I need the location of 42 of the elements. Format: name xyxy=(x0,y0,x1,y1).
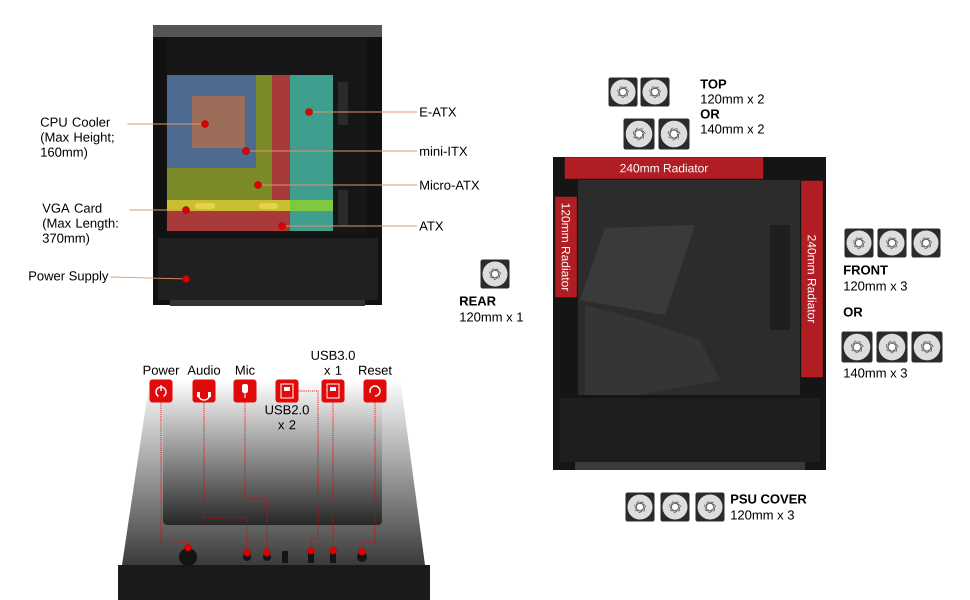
radiator-band: 240mm Radiator xyxy=(564,157,764,179)
leader-line xyxy=(358,402,376,556)
fan-location-heading: REAR xyxy=(460,296,496,306)
leader-line xyxy=(128,206,190,214)
fan-size-text: 140mm x 3 xyxy=(844,368,907,378)
radiator-band: 240mm Radiator xyxy=(801,180,823,378)
fan-size-text: 120mm x 1 xyxy=(460,312,523,322)
port-opening xyxy=(179,548,197,566)
leader-line xyxy=(126,120,209,128)
fan-size-text: 120mm x 2 xyxy=(701,94,764,104)
fan-location-heading: FRONT xyxy=(844,265,888,275)
leader-line xyxy=(298,390,318,555)
fan-location-heading: PSU COVER xyxy=(731,494,806,504)
leader-line xyxy=(305,108,418,116)
leader-text: E-ATX xyxy=(420,108,456,116)
leader-line xyxy=(160,402,192,552)
leader-text: CPU Cooler (Max Height; 160mm) xyxy=(40,117,114,160)
port-label: Power xyxy=(144,366,180,375)
port-label: Reset xyxy=(359,366,392,375)
leader-text: ATX xyxy=(419,222,444,230)
port-label: USB2.0 x 2 xyxy=(266,405,309,430)
leader-line xyxy=(244,402,271,557)
fan-size-text: 120mm x 3 xyxy=(844,281,907,291)
leader-text: Micro-ATX xyxy=(420,180,480,190)
fan-size-text: 140mm x 2 xyxy=(701,124,764,134)
port-label: USB3.0 x 1 xyxy=(312,350,355,375)
leader-line xyxy=(278,222,418,230)
leader-line xyxy=(242,147,418,155)
port-label: Mic xyxy=(236,365,255,375)
leader-line xyxy=(329,402,337,555)
leader-line xyxy=(254,181,418,189)
fan-location-heading: OR xyxy=(844,307,862,317)
leader-line xyxy=(110,275,190,283)
fan-location-heading: OR xyxy=(700,109,720,119)
leader-text: VGA Card (Max Length: 370mm) xyxy=(42,203,118,246)
fan-location-heading: TOP xyxy=(700,79,726,89)
leader-text: Power Supply xyxy=(29,270,108,284)
leader-line xyxy=(204,402,251,557)
leader-text: mini-ITX xyxy=(420,146,468,156)
radiator-band: 120mm Radiator xyxy=(555,196,577,298)
port-label: Audio xyxy=(187,365,220,375)
fan-size-text: 120mm x 3 xyxy=(731,510,794,520)
